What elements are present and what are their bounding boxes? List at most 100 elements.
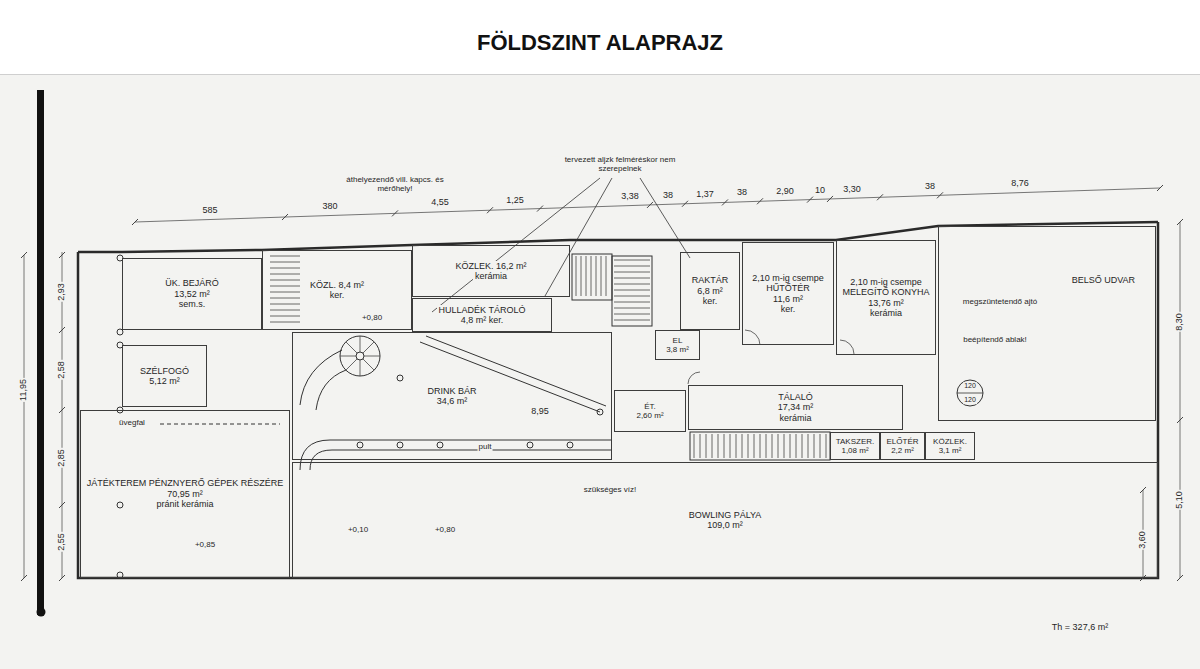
note-text: szükséges víz! bbox=[583, 486, 637, 495]
room-text: 6,8 m² bbox=[695, 286, 725, 296]
window-mark bbox=[957, 380, 983, 406]
room-text: 70,95 m² bbox=[165, 489, 205, 499]
dimension-label: 2,58 bbox=[57, 360, 67, 380]
note-text: megszüntetendő ajtó bbox=[962, 298, 1038, 307]
room-text: DRINK BÁR bbox=[425, 386, 478, 396]
column-mark bbox=[437, 442, 443, 448]
room: TÁLALÓ17,34 m²kerámia bbox=[688, 385, 903, 430]
stair-outline bbox=[612, 256, 652, 326]
ramp bbox=[420, 336, 606, 412]
dimension-label: 2,85 bbox=[57, 448, 67, 468]
room-text: 2,2 m² bbox=[889, 446, 916, 455]
note-text: üvegfal bbox=[118, 419, 146, 428]
area-total: Th = 327,6 m² bbox=[1051, 623, 1109, 633]
dimension-label: 1,37 bbox=[695, 190, 715, 200]
room-text: TÁLALÓ bbox=[776, 392, 815, 402]
dimension-label: 3,60 bbox=[1138, 530, 1148, 550]
stair-outline bbox=[572, 254, 612, 300]
room: EL3,8 m² bbox=[655, 330, 700, 360]
dimension-label: 38 bbox=[736, 188, 748, 198]
column-mark bbox=[597, 409, 603, 415]
room-text: sem.s. bbox=[177, 299, 208, 309]
leader-line bbox=[545, 178, 612, 296]
room: DRINK BÁR34,6 m² bbox=[292, 332, 612, 460]
spiral-rungs bbox=[340, 336, 380, 376]
stair-hatch bbox=[576, 256, 606, 296]
column-mark bbox=[397, 375, 403, 381]
room-text: SZÉLFOGÓ bbox=[138, 366, 191, 376]
room: TAKSZER.1,08 m² bbox=[830, 432, 880, 460]
room: RAKTÁR6,8 m²ker. bbox=[680, 252, 740, 330]
room-text: BOWLING PÁLYA bbox=[687, 510, 764, 520]
level-mark: +0,80 bbox=[434, 526, 456, 535]
room: KÖZLEK. 16,2 m²kerámia bbox=[412, 245, 570, 297]
note-text: áthelyezendő vill. kapcs. és mérőhely! bbox=[339, 176, 451, 194]
room-text: ker. bbox=[328, 290, 347, 300]
room: ÜK. BEJÁRÓ13,52 m²sem.s. bbox=[122, 258, 262, 330]
room-text: 4,8 m² ker. bbox=[459, 315, 506, 325]
dimension-label: 1,25 bbox=[505, 196, 525, 206]
room-text: kerámia bbox=[868, 308, 904, 318]
room: BOWLING PÁLYA109,0 m² bbox=[292, 462, 1158, 578]
room: SZÉLFOGÓ5,12 m² bbox=[122, 345, 207, 407]
room-text: KÖZLEK. bbox=[931, 437, 969, 446]
spiral-stair bbox=[340, 336, 380, 376]
room: 2,10 m-ig csempeHŰTŐTÉR11,6 m²ker. bbox=[742, 242, 834, 345]
room: BELSŐ UDVAR bbox=[938, 226, 1156, 421]
room: ELŐTÉR2,2 m² bbox=[880, 432, 925, 460]
level-mark: +0,80 bbox=[361, 314, 383, 323]
stair-hatch bbox=[270, 256, 300, 322]
room-text: TAKSZER. bbox=[834, 437, 877, 446]
room-text: 11,6 m² bbox=[771, 294, 805, 304]
room-text: MELEGÍTŐ KONYHA bbox=[840, 287, 931, 297]
room: KÖZL. 8,4 m²ker. bbox=[262, 250, 412, 330]
dimension-label: 3,38 bbox=[620, 192, 640, 202]
room-text: ELŐTÉR bbox=[884, 437, 920, 446]
note-text: pult bbox=[478, 443, 493, 452]
room: JÁTÉKTEREM PÉNZNYERŐ GÉPEK RÉSZÉRE70,95 … bbox=[80, 410, 290, 578]
room-text: kerámia bbox=[777, 413, 813, 423]
window-size: 120 bbox=[963, 382, 977, 390]
room-text: HŰTŐTÉR bbox=[764, 283, 812, 293]
room-text: 3,8 m² bbox=[664, 345, 691, 354]
room-text: 34,6 m² bbox=[435, 396, 470, 406]
dimension-label: 8,76 bbox=[1010, 179, 1030, 189]
dimension-line bbox=[24, 255, 25, 578]
glass-wall bbox=[160, 424, 280, 425]
plan-title: FÖLDSZINT ALAPRAJZ bbox=[0, 30, 1200, 56]
room-text: RAKTÁR bbox=[690, 275, 731, 285]
dimension-line bbox=[135, 188, 1160, 222]
level-mark: +0,10 bbox=[347, 526, 369, 535]
dimension-label: 10 bbox=[814, 186, 826, 196]
leader-line bbox=[640, 178, 690, 258]
room-text: KÖZL. 8,4 m² bbox=[308, 280, 366, 290]
room: ÉT.2,60 m² bbox=[614, 390, 686, 432]
room-text: 1,08 m² bbox=[839, 446, 870, 455]
column-mark bbox=[527, 442, 533, 448]
level-mark: +0,85 bbox=[194, 541, 216, 550]
dimension-ticks bbox=[21, 185, 1183, 581]
bar-counter bbox=[300, 440, 612, 470]
room-text: ker. bbox=[701, 296, 720, 306]
room-text: ÜK. BEJÁRÓ bbox=[163, 278, 221, 288]
room-text: ÉT. bbox=[642, 402, 658, 411]
dimension-label: 2,90 bbox=[775, 187, 795, 197]
room-text: kerámia bbox=[473, 271, 509, 281]
room-text: 2,60 m² bbox=[634, 411, 665, 420]
room: HULLADÉK TÁROLÓ4,8 m² ker. bbox=[412, 298, 552, 332]
column-mark bbox=[567, 442, 573, 448]
column-mark bbox=[397, 442, 403, 448]
room-text: BELSŐ UDVAR bbox=[1070, 275, 1137, 285]
dimension-label: 11,95 bbox=[19, 378, 29, 402]
dimension-label: 38 bbox=[662, 191, 674, 201]
room-text: 3,1 m² bbox=[937, 446, 964, 455]
room-text: EL bbox=[671, 336, 685, 345]
window-size: 120 bbox=[963, 396, 977, 404]
dimension-label: 2,93 bbox=[57, 282, 67, 302]
room-text: 17,34 m² bbox=[776, 402, 816, 412]
dimension-line bbox=[1180, 222, 1181, 578]
title-band: FÖLDSZINT ALAPRAJZ bbox=[0, 0, 1200, 75]
edge-dot bbox=[37, 608, 46, 617]
stair-hatch bbox=[614, 260, 650, 320]
